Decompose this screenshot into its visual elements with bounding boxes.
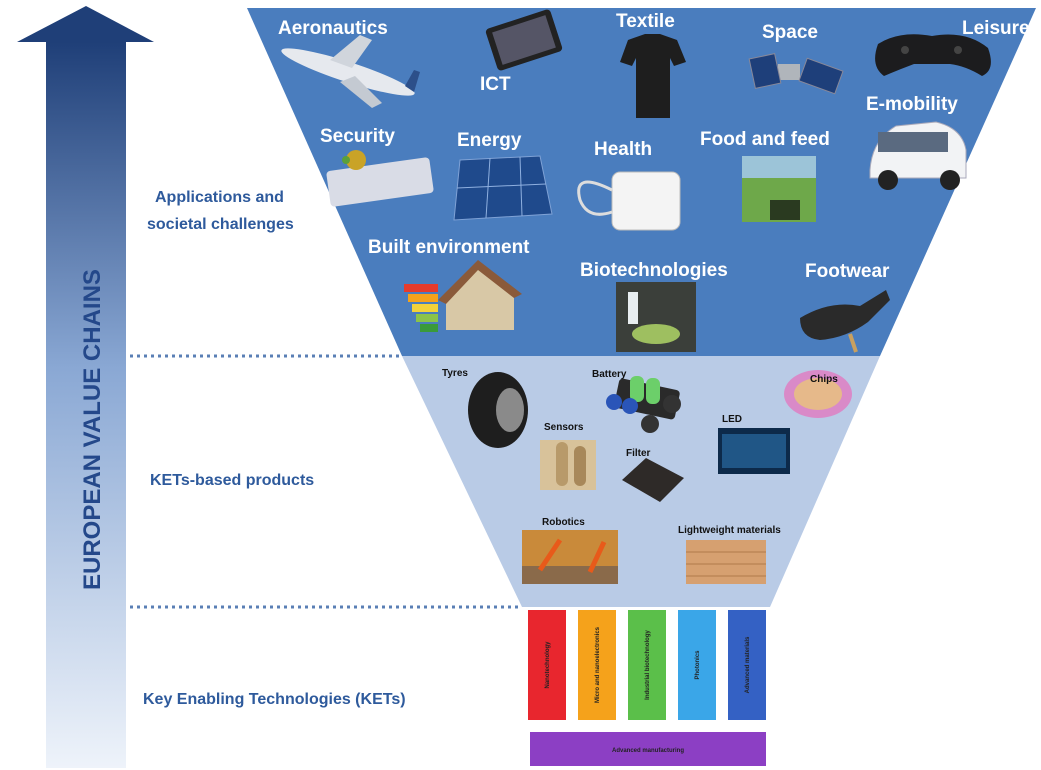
ket-bar-industrial-biotechnology xyxy=(628,610,666,720)
product-label-chips: Chips xyxy=(810,374,838,385)
tier-label-applications: Applications and societal challenges xyxy=(147,189,294,233)
filter-icon xyxy=(622,458,684,502)
app-label-textile: Textile xyxy=(616,11,675,32)
app-label-built-environment: Built environment xyxy=(368,237,530,258)
advanced-manufacturing-bar xyxy=(530,732,766,766)
emobility-car-icon xyxy=(869,121,967,190)
vertical-title: EUROPEAN VALUE CHAINS xyxy=(79,269,106,590)
product-label-lightweight-materials: Lightweight materials xyxy=(678,525,781,536)
app-label-food-and-feed: Food and feed xyxy=(700,129,830,150)
app-label-security: Security xyxy=(320,126,395,147)
ket-columns: Nanotechnology Micro and nanoelectronics… xyxy=(528,610,766,720)
lightweight-materials-icon xyxy=(686,540,766,584)
health-device-icon xyxy=(577,171,681,231)
product-label-robotics: Robotics xyxy=(542,517,585,528)
product-label-filter: Filter xyxy=(626,448,651,459)
app-label-energy: Energy xyxy=(457,130,522,151)
aeronautics-airplane-icon xyxy=(281,35,420,108)
tier-label-kets: Key Enabling Technologies (KETs) xyxy=(143,691,406,708)
security-smartcard-icon xyxy=(326,150,434,207)
ket-label-photonics: Photonics xyxy=(695,650,701,680)
app-label-aeronautics: Aeronautics xyxy=(278,18,388,39)
ket-bar-nanotechnology xyxy=(528,610,566,720)
product-label-led: LED xyxy=(722,414,742,425)
battery-icon xyxy=(606,376,681,433)
tier-label-products: KETs-based products xyxy=(150,472,314,489)
product-label-sensors: Sensors xyxy=(544,422,584,433)
biotechnologies-lab-icon xyxy=(616,282,696,352)
robotics-icon xyxy=(522,530,618,584)
ket-label-advanced-materials: Advanced materials xyxy=(745,636,751,693)
ket-label-industrial-biotechnology: Industrial biotechnology xyxy=(645,630,651,700)
product-label-tyres: Tyres xyxy=(442,368,468,379)
app-label-biotechnologies: Biotechnologies xyxy=(580,260,728,281)
app-label-space: Space xyxy=(762,22,818,43)
app-label-health: Health xyxy=(594,139,652,160)
ket-label-nanotechnology: Nanotechnology xyxy=(545,641,551,689)
leisure-gamepad-icon xyxy=(875,34,991,76)
app-label-ict: ICT xyxy=(480,74,511,95)
chips-wafer-icon xyxy=(784,370,852,418)
food-and-feed-field-icon xyxy=(742,156,816,222)
textile-shirt-icon xyxy=(620,34,686,118)
ict-tablet-icon xyxy=(485,9,563,71)
led-icon xyxy=(718,428,790,474)
app-label-footwear: Footwear xyxy=(805,261,890,282)
sensors-icon xyxy=(540,440,596,490)
built-environment-house-icon xyxy=(404,260,522,332)
space-satellite-icon xyxy=(748,53,844,95)
ket-label-micro-nanoelectronics: Micro and nanoelectronics xyxy=(595,626,601,703)
app-label-e-mobility: E-mobility xyxy=(866,94,958,115)
ket-bar-advanced-materials xyxy=(728,610,766,720)
product-label-battery: Battery xyxy=(592,369,627,380)
european-value-chains-arrow: EUROPEAN VALUE CHAINS xyxy=(17,6,154,768)
footwear-shoe-icon xyxy=(800,290,890,353)
tyre-icon xyxy=(468,372,528,448)
energy-solarpanel-icon xyxy=(453,155,553,221)
ket-bar-micro-nanoelectronics xyxy=(578,610,616,720)
app-label-leisure: Leisure xyxy=(962,18,1030,39)
advanced-manufacturing-label: Advanced manufacturing xyxy=(612,748,684,754)
ket-bar-photonics xyxy=(678,610,716,720)
